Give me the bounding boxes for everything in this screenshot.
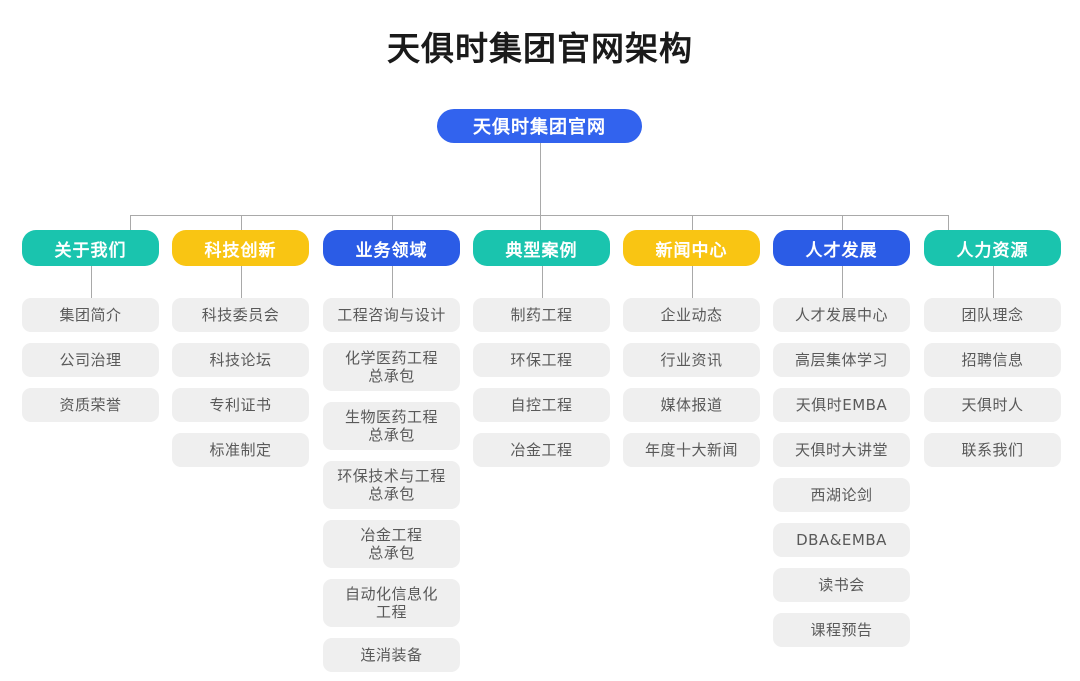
connector-line	[130, 215, 131, 231]
branch-item: 工程咨询与设计	[323, 298, 460, 332]
connector-line	[391, 215, 393, 231]
branch-header: 关于我们	[22, 230, 159, 266]
branch-item: 团队理念	[924, 298, 1061, 332]
connector-line	[947, 215, 949, 231]
branch-item: 自控工程	[473, 388, 610, 422]
branch-item: 年度十大新闻	[623, 433, 760, 467]
branch-item: 西湖论剑	[773, 478, 910, 512]
branch-item: 高层集体学习	[773, 343, 910, 377]
connector-line	[130, 215, 948, 216]
branch-item: 读书会	[773, 568, 910, 602]
branch-item-list: 团队理念招聘信息天俱时人联系我们	[924, 298, 1061, 467]
root-node: 天俱时集团官网	[437, 109, 642, 143]
branch-item: 资质荣誉	[22, 388, 159, 422]
branch-item-list: 科技委员会科技论坛专利证书标准制定	[172, 298, 309, 467]
branch-item: 科技委员会	[172, 298, 309, 332]
branch-item: 课程预告	[773, 613, 910, 647]
branch-column-7: 人力资源团队理念招聘信息天俱时人联系我们	[924, 230, 1061, 467]
branch-item: 媒体报道	[623, 388, 760, 422]
branch-item: 连消装备	[323, 638, 460, 672]
connector-line	[539, 215, 541, 231]
branch-header: 人力资源	[924, 230, 1061, 266]
branch-column-5: 新闻中心企业动态行业资讯媒体报道年度十大新闻	[623, 230, 760, 467]
branch-item-list: 人才发展中心高层集体学习天俱时EMBA 天俱时大讲堂西湖论剑 DBA&EMBA 读书会…	[773, 298, 910, 647]
branch-header: 新闻中心	[623, 230, 760, 266]
branch-column-1: 关于我们集团简介公司治理资质荣誉	[22, 230, 159, 422]
connector-line	[541, 266, 543, 298]
branch-item: 冶金工程 总承包	[323, 520, 460, 568]
branch-column-4: 典型案例制药工程环保工程自控工程冶金工程	[473, 230, 610, 467]
branch-item: 天俱时EMBA	[773, 388, 910, 422]
branch-item: 行业资讯	[623, 343, 760, 377]
branch-column-6: 人才发展人才发展中心高层集体学习天俱时EMBA 天俱时大讲堂西湖论剑 DBA&EMB…	[773, 230, 910, 647]
branch-item-list: 制药工程环保工程自控工程冶金工程	[473, 298, 610, 467]
branch-item: 环保工程	[473, 343, 610, 377]
branch-item: 环保技术与工程 总承包	[323, 461, 460, 509]
connector-line	[539, 143, 541, 215]
branch-item: 企业动态	[623, 298, 760, 332]
branch-item-list: 工程咨询与设计化学医药工程 总承包生物医药工程 总承包环保技术与工程 总承包冶金…	[323, 298, 460, 672]
branch-item: 招聘信息	[924, 343, 1061, 377]
branch-column-3: 业务领域工程咨询与设计化学医药工程 总承包生物医药工程 总承包环保技术与工程 总…	[323, 230, 460, 672]
branch-header: 人才发展	[773, 230, 910, 266]
branch-item: 生物医药工程 总承包	[323, 402, 460, 450]
branch-item-list: 集团简介公司治理资质荣誉	[22, 298, 159, 422]
branch-item: 科技论坛	[172, 343, 309, 377]
branch-item-list: 企业动态行业资讯媒体报道年度十大新闻	[623, 298, 760, 467]
connector-line	[240, 266, 242, 298]
branch-item: 集团简介	[22, 298, 159, 332]
connector-line	[691, 215, 693, 231]
connector-line	[691, 266, 693, 298]
branch-item: 天俱时人	[924, 388, 1061, 422]
branch-item: 制药工程	[473, 298, 610, 332]
branch-header: 科技创新	[172, 230, 309, 266]
branch-item: 人才发展中心	[773, 298, 910, 332]
branch-item: 冶金工程	[473, 433, 610, 467]
branch-item: 天俱时大讲堂	[773, 433, 910, 467]
connector-line	[992, 266, 994, 298]
branch-item: 自动化信息化 工程	[323, 579, 460, 627]
connector-line	[841, 215, 843, 231]
connector-line	[90, 266, 92, 298]
branch-column-2: 科技创新科技委员会科技论坛专利证书标准制定	[172, 230, 309, 467]
branch-header: 典型案例	[473, 230, 610, 266]
branch-item: DBA&EMBA	[773, 523, 910, 557]
branch-item: 公司治理	[22, 343, 159, 377]
branch-item: 标准制定	[172, 433, 309, 467]
page-title: 天俱时集团官网架构	[387, 29, 693, 68]
connector-line	[240, 215, 242, 231]
branch-header: 业务领域	[323, 230, 460, 266]
connector-line	[841, 266, 843, 298]
connector-line	[391, 266, 393, 298]
branch-item: 联系我们	[924, 433, 1061, 467]
branch-item: 专利证书	[172, 388, 309, 422]
branch-item: 化学医药工程 总承包	[323, 343, 460, 391]
